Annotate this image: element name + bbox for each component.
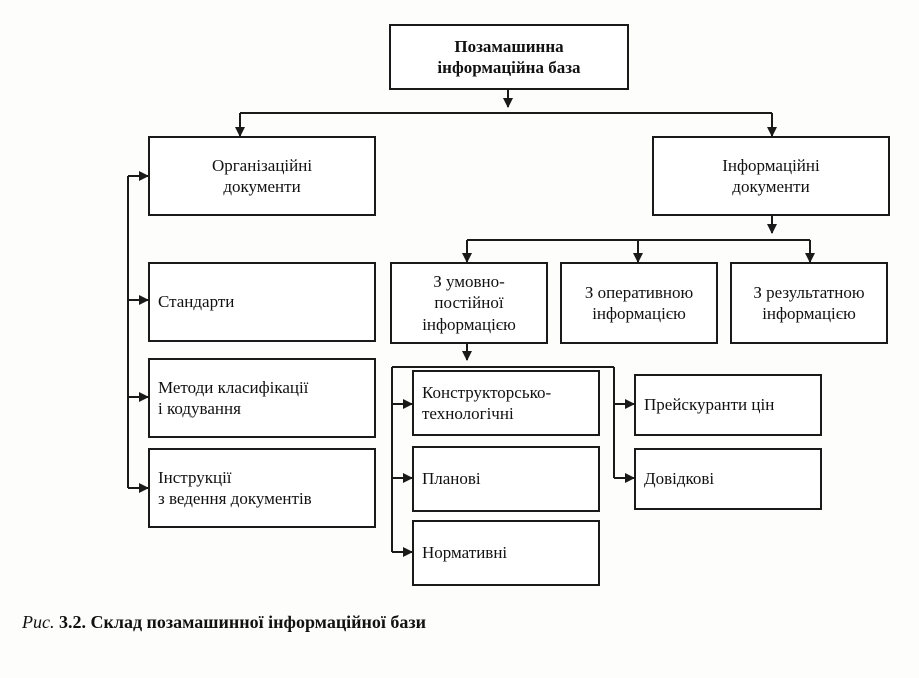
caption-text: 3.2. Склад позамашинної інформаційної ба… xyxy=(58,612,427,632)
standards-node: Стандарти xyxy=(148,262,376,342)
organizational-docs-node: Організаційні документи xyxy=(148,136,376,216)
caption-label: Рис. xyxy=(22,612,55,632)
result-node: З результатною інформацією xyxy=(730,262,888,344)
root-node: Позамашинна інформаційна база xyxy=(389,24,629,90)
operative-node: З оперативною інформацією xyxy=(560,262,718,344)
figure-caption: Рис. 3.2. Склад позамашинної інформаційн… xyxy=(22,612,426,633)
instructions-node: Інструкції з ведення документів xyxy=(148,448,376,528)
informational-docs-node: Інформаційні документи xyxy=(652,136,890,216)
design-tech-node: Конструкторсько- технологічні xyxy=(412,370,600,436)
conditional-constant-node: З умовно- постійної інформацією xyxy=(390,262,548,344)
price-lists-node: Прейскуранти цін xyxy=(634,374,822,436)
reference-node: Довідкові xyxy=(634,448,822,510)
normative-node: Нормативні xyxy=(412,520,600,586)
classification-methods-node: Методи класифікації і кодування xyxy=(148,358,376,438)
planned-node: Планові xyxy=(412,446,600,512)
